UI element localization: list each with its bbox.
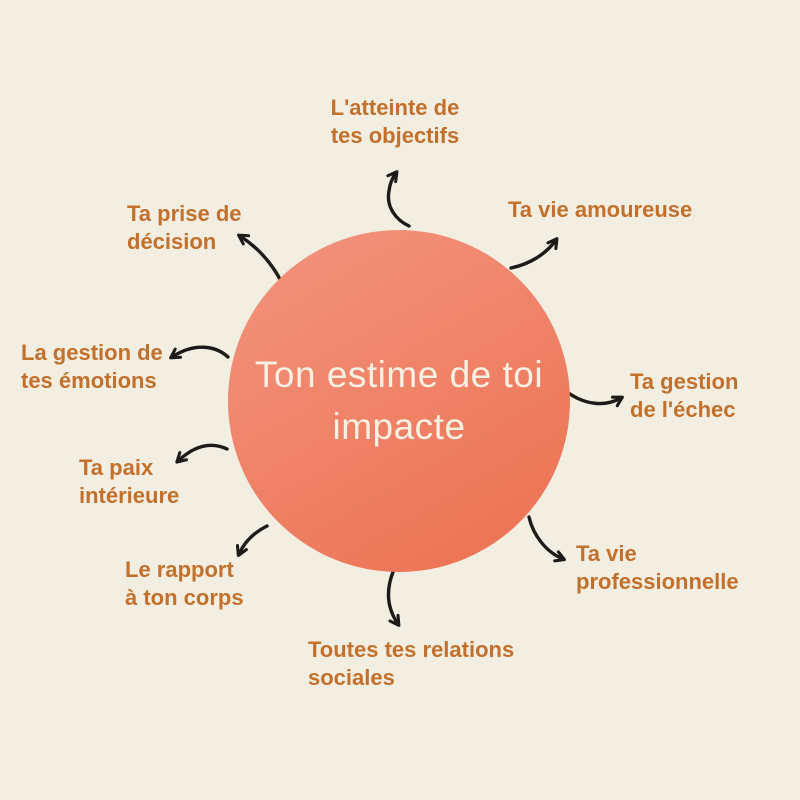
arrow-to-relations [386, 570, 401, 627]
label-rapport-corps: Le rapport à ton corps [125, 556, 244, 612]
label-line: intérieure [79, 483, 180, 508]
label-vie-professionnelle: Ta vie professionnelle [576, 540, 739, 596]
label-line: sociales [308, 665, 395, 690]
label-line: Ta vie [576, 541, 637, 566]
label-gestion-echec: Ta gestion de l'échec [630, 368, 738, 424]
central-title-line2: impacte [332, 406, 466, 447]
central-title-line1: Ton estime de toi [254, 354, 544, 395]
label-line: Toutes tes relations [308, 637, 515, 662]
label-line: Le rapport [125, 557, 234, 582]
label-relations-sociales: Toutes tes relations sociales [308, 636, 514, 692]
label-line: Ta vie amoureuse [508, 197, 693, 222]
arrow-to-professionnelle [527, 515, 567, 563]
label-line: tes émotions [21, 368, 157, 393]
label-line: L'atteinte de [330, 95, 460, 120]
label-line: décision [127, 229, 217, 254]
central-circle: Ton estime de toi impacte [228, 230, 570, 572]
label-line: Ta gestion [630, 369, 739, 394]
arrow-to-emotions [169, 345, 230, 360]
arrow-to-corps [235, 524, 269, 557]
label-gestion-emotions: La gestion de tes émotions [21, 339, 163, 395]
label-vie-amoureuse: Ta vie amoureuse [508, 196, 692, 224]
label-line: La gestion de [21, 340, 163, 365]
arrow-to-echec [565, 390, 624, 408]
label-line: Ta paix [79, 455, 154, 480]
label-paix-interieure: Ta paix intérieure [79, 454, 179, 510]
label-line: de l'échec [630, 397, 736, 422]
arrow-to-amoureuse [509, 237, 559, 270]
arrow-to-decision [237, 233, 284, 285]
label-line: Ta prise de [127, 201, 242, 226]
label-atteinte-objectifs: L'atteinte de tes objectifs [285, 94, 505, 150]
label-line: tes objectifs [330, 123, 460, 148]
arrow-to-objectifs [386, 170, 411, 228]
label-line: professionnelle [576, 569, 739, 594]
label-prise-decision: Ta prise de décision [127, 200, 242, 256]
label-line: à ton corps [125, 585, 244, 610]
arrow-to-paix [175, 443, 229, 464]
